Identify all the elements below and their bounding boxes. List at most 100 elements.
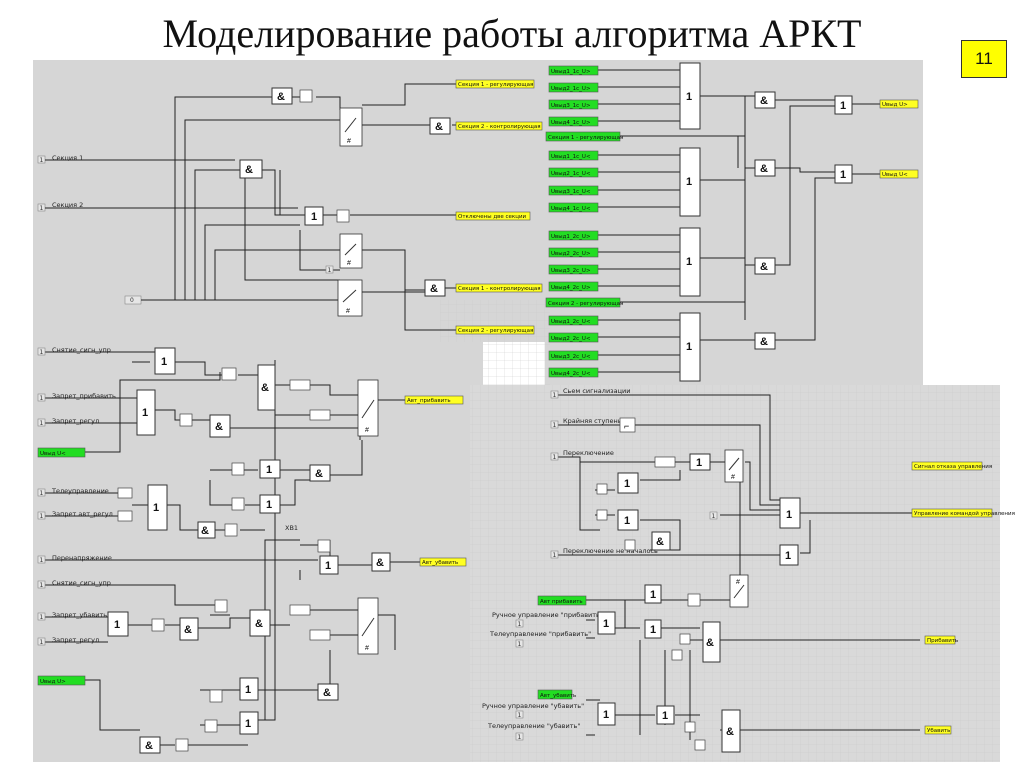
delay-block [231,497,245,511]
svg-text:Uвыд4_2с_U<: Uвыд4_2с_U< [551,371,591,377]
svg-text:&: & [201,525,209,537]
svg-text:Uвыд4_1с_U<: Uвыд4_1с_U< [551,206,591,212]
svg-text:&: & [261,382,269,394]
svg-text:Uвыд U<: Uвыд U< [882,172,908,178]
switch-block: # [724,449,744,483]
input-label: Запрет_прибавить [52,392,116,400]
and-gate: & [702,621,721,663]
input-connector: 1 [515,619,524,628]
svg-text:Отключены две секции: Отключены две секции [458,214,527,220]
input-connector: 1 [550,452,559,461]
svg-text:1: 1 [40,582,44,589]
or-gate: 1 [136,389,156,436]
svg-text:1: 1 [686,91,692,103]
svg-text:Секция 2 - регулирующая: Секция 2 - регулирующая [458,328,533,334]
or-gate: 1 [656,705,675,725]
delay-block [231,462,245,476]
svg-text:Uвыд U>: Uвыд U> [882,102,908,108]
input-label: Телеуправление "прибавить" [489,630,591,638]
input-label: Сьем сигнализации [563,387,630,395]
or-gate: 1 [834,95,853,115]
green-input-voltage-low: Uвыд U< [37,447,86,458]
delay-block [209,689,223,703]
svg-text:#: # [346,308,350,315]
delay-block [179,413,193,427]
delay-block [596,483,608,495]
not-gate [336,209,350,223]
and-gate: & [139,736,161,754]
svg-text:Uвыд3_1с_U<: Uвыд3_1с_U< [551,189,591,195]
output-voltage-high: Uвыд U> [879,99,919,109]
output-voltage-low: Uвыд U< [879,169,919,179]
timer-block [117,510,133,522]
svg-text:&: & [323,687,331,699]
svg-text:Uвыд2_2с_U<: Uвыд2_2с_U< [551,336,591,342]
output-decrease: Убавить [924,725,952,735]
svg-text:1: 1 [40,490,44,497]
input-connector: 1 [37,580,46,589]
svg-text:Сигнал отказа управления: Сигнал отказа управления [914,464,992,470]
input-label: Ручное управление "прибавить" [492,611,603,619]
output-section-1-regulating: Секция 1 - регулирующая [455,79,535,89]
delay-block [687,593,701,607]
svg-text:Uвыд1_2с_U<: Uвыд1_2с_U< [551,319,591,325]
green-input-b1: Uвыд1_1с_U< [548,150,599,161]
input-section-1-label: Секция 1 [52,154,83,162]
and-gate: & [309,464,331,482]
or-gate: 1 [107,611,129,637]
svg-text:&: & [376,557,384,569]
and-gate: & [271,87,293,105]
or-gate: 1 [154,347,176,375]
or-gate: 1 [617,509,639,531]
svg-text:1: 1 [245,684,251,696]
svg-text:1: 1 [840,169,846,181]
and-gate: & [197,521,216,539]
svg-text:&: & [760,336,768,348]
and-gate: & [317,683,339,701]
svg-text:&: & [726,726,734,738]
svg-text:Секция 1 - регулирующая: Секция 1 - регулирующая [458,82,533,88]
wire [45,83,456,331]
or-gate: 1 [304,206,324,226]
or-gate: 1 [679,62,701,130]
const-connector: 1 [325,265,334,274]
switch-block: # [357,379,379,437]
delay-block [317,539,331,553]
or-gate: 1 [779,497,801,529]
and-gate: & [754,257,776,275]
svg-text:1: 1 [266,464,272,476]
svg-text:1: 1 [114,619,120,631]
green-mid-section-2: Секция 2 - регулирующая [545,297,623,308]
input-connector: 1 [550,550,559,559]
input-connector: 1 [37,393,46,402]
and-gate: & [754,91,776,109]
wire [45,351,420,746]
timer-block [289,604,311,616]
svg-text:1: 1 [603,618,609,630]
svg-text:&: & [315,468,323,480]
svg-text:1: 1 [266,499,272,511]
svg-text:1: 1 [142,407,148,419]
svg-text:Uвыд4_2с_U>: Uвыд4_2с_U> [551,285,591,291]
green-input-a4: Uвыд4_1с_U> [548,116,599,127]
output-auto-increase: Авт_прибавить [404,395,464,405]
input-label: Запрет_регул [52,417,99,425]
timer-block [289,379,311,391]
svg-text:1: 1 [518,641,522,648]
svg-text:1: 1 [553,454,557,461]
svg-text:1: 1 [40,205,44,212]
svg-text:1: 1 [785,550,791,562]
svg-text:&: & [760,261,768,273]
delay-block [684,721,696,733]
svg-text:1: 1 [686,341,692,353]
green-input-b3: Uвыд3_1с_U< [548,185,599,196]
switch-block: # [729,574,749,608]
and-gate: & [209,414,231,438]
svg-text:1: 1 [40,557,44,564]
svg-text:#: # [365,427,369,434]
svg-text:&: & [435,121,443,133]
svg-text:&: & [145,740,153,752]
input-label: Крайняя ступень [563,417,622,425]
or-gate: 1 [679,312,701,382]
svg-text:1: 1 [624,515,630,527]
